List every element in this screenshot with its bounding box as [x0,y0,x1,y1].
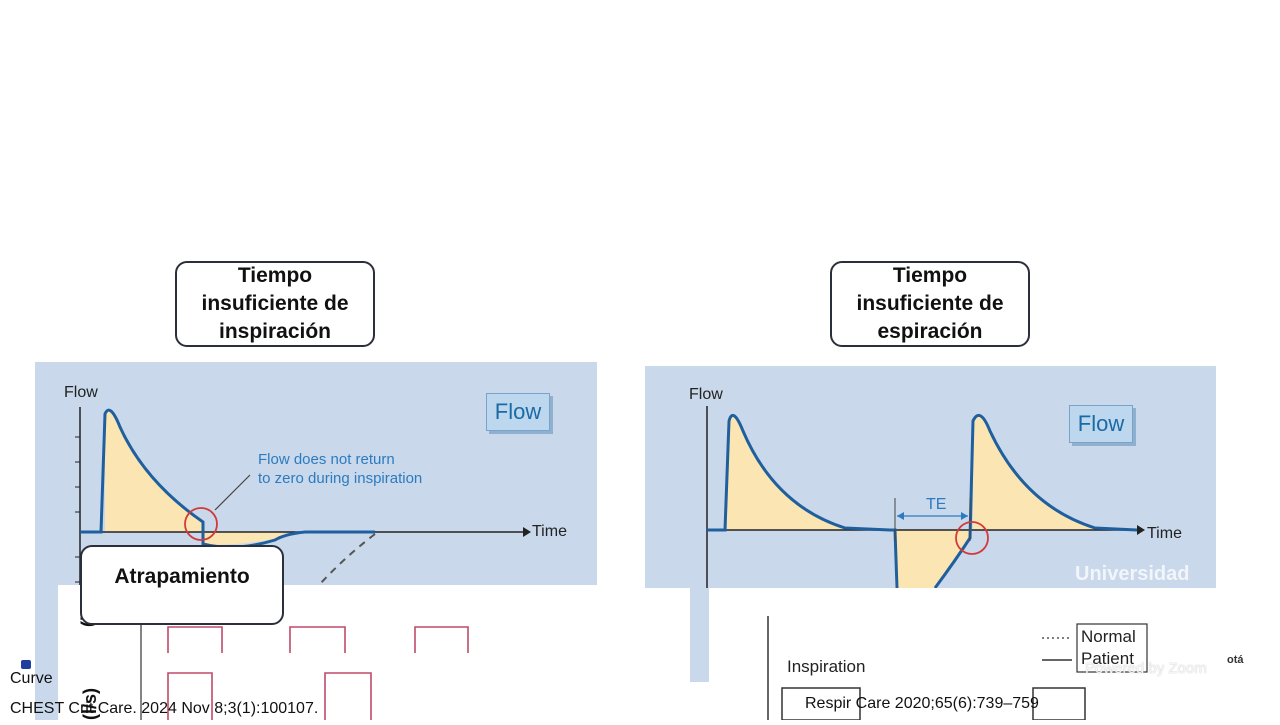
citation-left: CHEST Crit Care. 2024 Nov 8;3(1):100107. [10,700,319,717]
left-annotation: Flow does not return to zero during insp… [258,451,423,487]
bullet-icon [21,660,31,669]
citation-partial: Curve [10,670,53,687]
right-panel-tail [690,588,709,682]
left-title-box: Tiempo insuficiente de inspiración [175,261,375,347]
te-label: TE [926,496,947,513]
left-y-axis-label: Flow [64,384,98,401]
left-x-axis-label: Time [532,523,567,540]
right-flow-badge: Flow [1069,405,1133,443]
inspiration-label: Inspiration [787,657,866,676]
zoom-watermark: Powered by Zoom [1085,660,1207,677]
citation-right: Respir Care 2020;65(6):739–759 [805,695,1039,712]
right-y-axis-label: Flow [689,386,723,403]
right-title: Tiempo insuficiente de espiración [856,264,1004,343]
right-x-axis-label: Time [1147,525,1182,542]
right-flow-panel: Flow Time TE Flow Universidad de [645,366,1216,588]
left-title: Tiempo insuficiente de inspiración [201,264,349,343]
right-lower-overlay: Normal Patient Inspiration Powered by Zo… [690,588,1280,720]
left-flow-badge: Flow [486,393,550,431]
corner-text: otá [1227,654,1244,666]
atrapamiento-label: Atrapamiento [114,565,250,588]
legend-normal: Normal [1081,627,1136,646]
right-lower-svg [767,616,1148,720]
legend-patient: Patient [1081,649,1134,668]
square-wave-svg [140,590,469,720]
right-title-box: Tiempo insuficiente de espiración [830,261,1030,347]
right-flow-curve-svg [706,406,1145,588]
university-watermark: Universidad de [1075,563,1190,588]
atrapamiento-box: Atrapamiento [80,545,284,625]
